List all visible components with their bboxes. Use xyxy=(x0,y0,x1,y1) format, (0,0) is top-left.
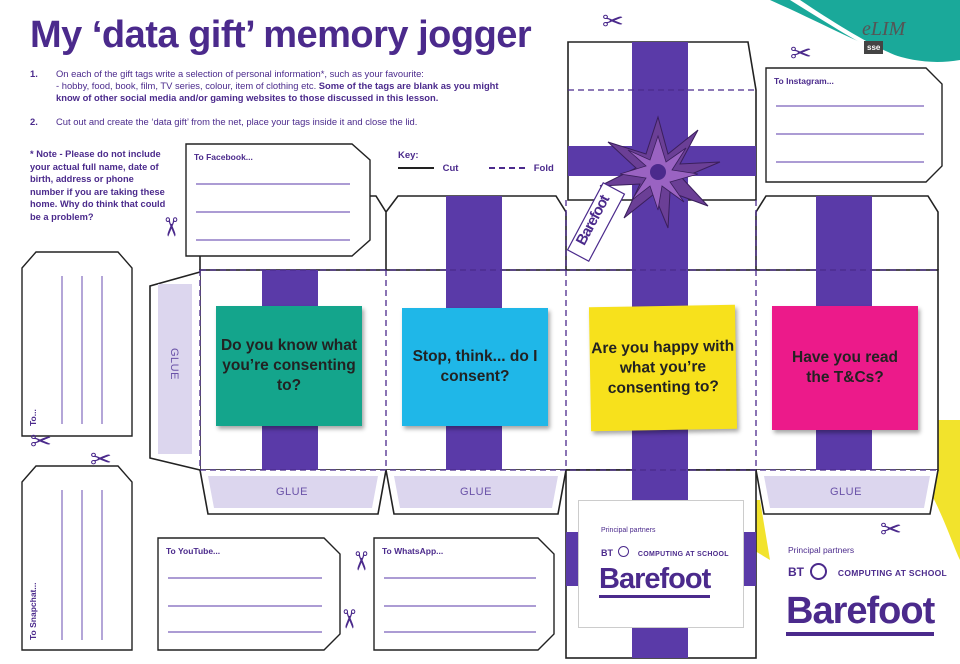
glue-label-side: GLUE xyxy=(168,348,180,380)
tag-snapchat-label: To Snapchat... xyxy=(28,582,38,640)
instruction-text-line2: - hobby, food, book, film, TV series, co… xyxy=(56,80,319,91)
instruction-1: 1. On each of the gift tags write a sele… xyxy=(30,68,520,104)
cas-logo: COMPUTING AT SCHOOL xyxy=(637,551,729,558)
instruction-bold-text: Some of the tags are blank as you might … xyxy=(56,80,499,103)
scissors-icon: ✂ xyxy=(333,608,364,630)
key-fold-label: Fold xyxy=(533,163,554,174)
glue-label-3: GLUE xyxy=(830,486,862,498)
partner-logos: BT COMPUTING AT SCHOOL xyxy=(788,563,947,581)
key-cut-label: Cut xyxy=(442,163,459,174)
tag-whatsapp-label: To WhatsApp... xyxy=(382,546,444,556)
scissors-icon: ✂ xyxy=(30,426,52,456)
bt-globe-icon xyxy=(810,563,828,581)
partner-logos: BT COMPUTING AT SCHOOL xyxy=(601,543,729,561)
scissors-icon: ✂ xyxy=(90,444,112,474)
tag-instagram-label: To Instagram... xyxy=(774,76,834,86)
scissors-icon: ✂ xyxy=(880,514,902,544)
partners-label: Principal partners xyxy=(601,527,656,534)
instruction-text: Cut out and create the ‘data gift’ from … xyxy=(56,116,418,127)
tag-youtube-label: To YouTube... xyxy=(166,546,221,556)
instruction-number: 1. xyxy=(30,68,38,79)
tag-facebook-label: To Facebook... xyxy=(194,152,253,162)
consent-note-card: Do you know what you’re consenting to? xyxy=(216,306,362,426)
key-legend: Cut Fold xyxy=(398,163,554,174)
bt-globe-icon xyxy=(618,546,630,558)
elim-logo-text: eLIM xyxy=(862,18,906,40)
key-title: Key: xyxy=(398,150,419,161)
tag-blank-label: To... xyxy=(28,409,38,426)
barefoot-logo: Barefoot xyxy=(786,590,935,636)
instruction-2: 2. Cut out and create the ‘data gift’ fr… xyxy=(30,116,520,128)
instruction-number: 2. xyxy=(30,116,38,127)
bt-logo: BT xyxy=(788,565,804,579)
consent-note-card: Are you happy with what you’re consentin… xyxy=(588,304,738,432)
scissors-icon: ✂ xyxy=(155,216,186,238)
instructions: 1. On each of the gift tags write a sele… xyxy=(30,68,520,128)
partners-box: Principal partners BT COMPUTING AT SCHOO… xyxy=(578,500,744,628)
instruction-text: On each of the gift tags write a selecti… xyxy=(56,68,424,79)
scissors-icon: ✂ xyxy=(790,38,812,68)
scissors-icon: ✂ xyxy=(345,550,376,572)
partners-label: Principal partners xyxy=(788,545,855,555)
cas-logo: COMPUTING AT SCHOOL xyxy=(837,568,948,578)
consent-note-card: Have you read the T&Cs? xyxy=(772,306,918,430)
privacy-note: * Note - Please do not include your actu… xyxy=(30,149,166,222)
elim-logo: eLIM sse xyxy=(862,18,930,54)
page-title: My ‘data gift’ memory jogger xyxy=(30,14,532,56)
glue-label-2: GLUE xyxy=(460,486,492,498)
barefoot-logo: Barefoot xyxy=(599,563,711,598)
glue-label-1: GLUE xyxy=(276,486,308,498)
sse-logo-text: sse xyxy=(864,41,884,54)
consent-note-card: Stop, think... do I consent? xyxy=(402,308,548,426)
scissors-icon: ✂ xyxy=(602,6,624,36)
bt-logo: BT xyxy=(601,548,613,558)
